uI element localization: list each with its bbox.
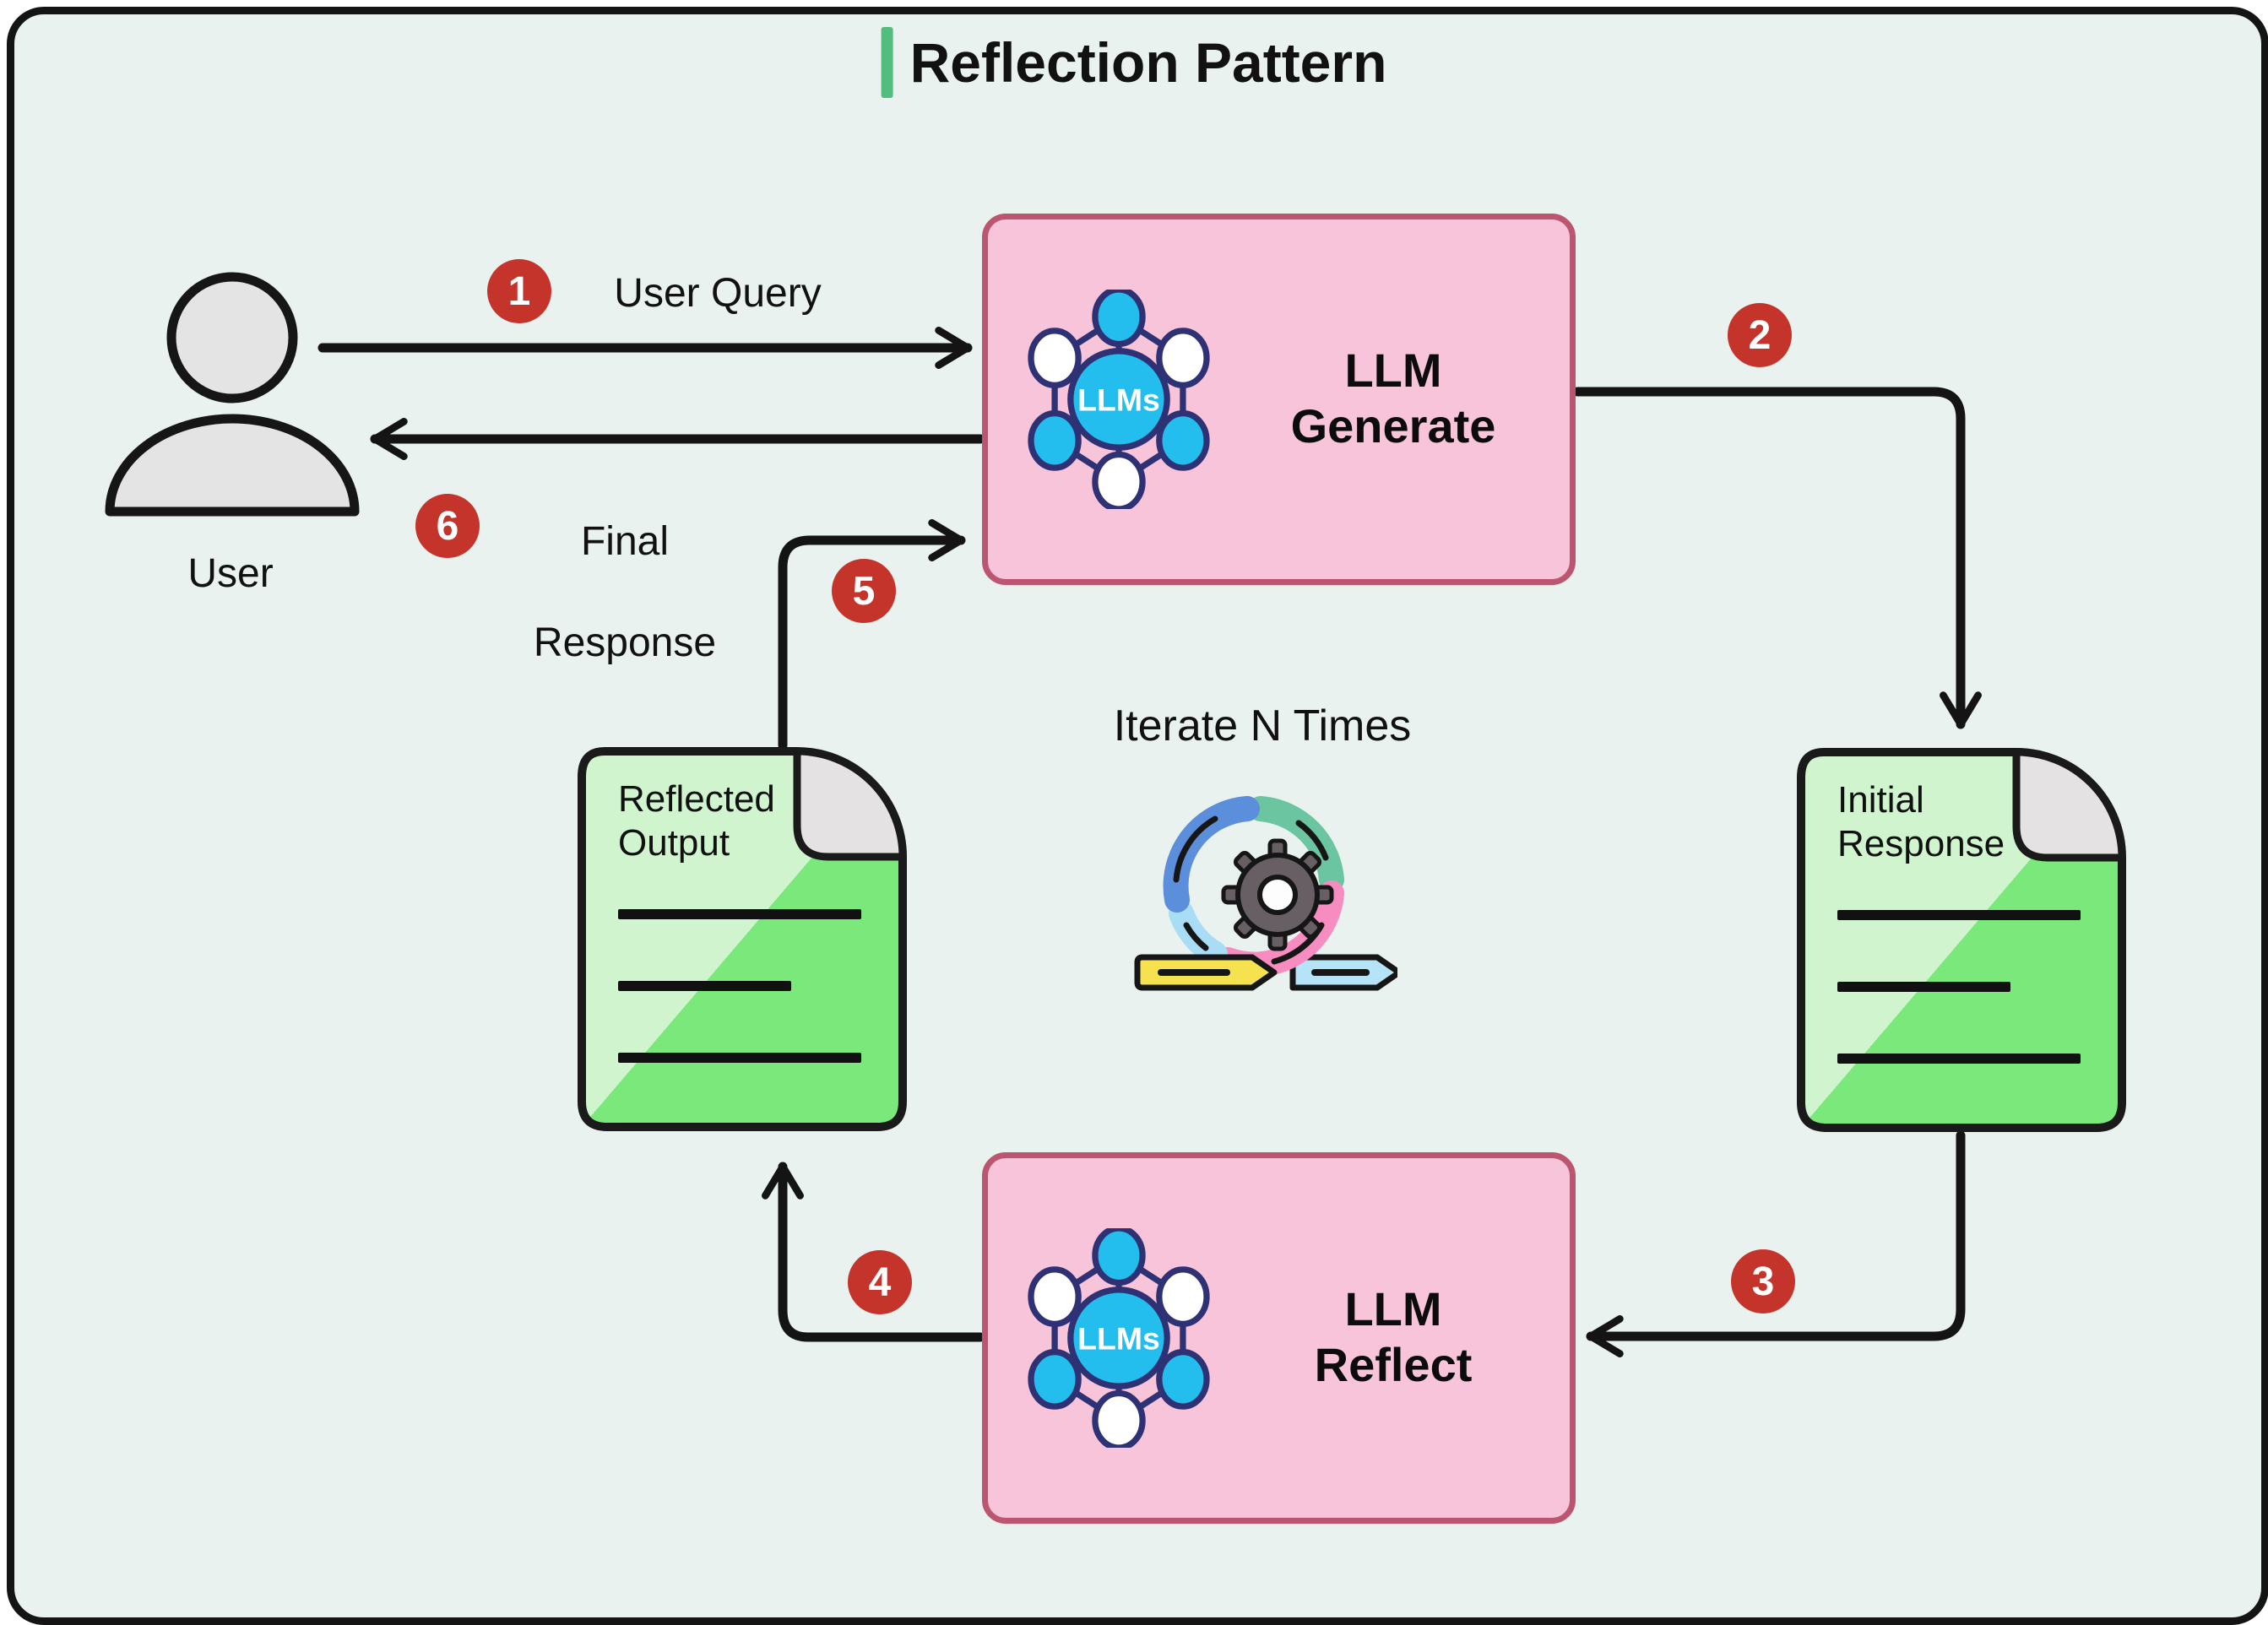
llm-generate-box: [982, 214, 1576, 585]
llms-icon-label-generate: LLMs: [1077, 382, 1160, 418]
diagram-title: Reflection Pattern: [881, 27, 1387, 98]
iterate-label: Iterate N Times: [1113, 701, 1412, 750]
folded-corner: [2012, 748, 2126, 862]
user-icon: [105, 272, 360, 517]
text-line: [618, 1053, 861, 1063]
llm-network-icon-reflect: LLMs: [1028, 1228, 1210, 1448]
step-3-badge: 3: [1731, 1249, 1795, 1314]
user-query-label: User Query: [614, 271, 822, 316]
text-line: [618, 981, 791, 991]
step-1-badge: 1: [487, 259, 551, 323]
llm-reflect-label: LLM Reflect: [1314, 1282, 1473, 1391]
reflected-output-document: Reflected Output: [578, 747, 907, 1131]
text-line: [1837, 1054, 2081, 1064]
text-line: [1837, 910, 2081, 920]
reflected-output-title-line2: Output: [618, 822, 730, 864]
initial-response-title-line1: Initial: [1837, 779, 1924, 821]
step-5-badge: 5: [832, 559, 896, 623]
page-title: Reflection Pattern: [909, 31, 1387, 94]
final-response-label: Final Response: [533, 519, 717, 665]
llms-icon-label-reflect: LLMs: [1077, 1321, 1160, 1357]
gear-icon: [1221, 838, 1334, 951]
step-6-badge: 6: [415, 494, 480, 558]
iteration-cycle-icon: [1134, 796, 1397, 991]
folded-corner: [793, 747, 907, 861]
text-line: [618, 909, 861, 919]
llm-network-icon-generate: LLMs: [1028, 290, 1210, 509]
llm-generate-label: LLM Generate: [1290, 344, 1496, 452]
initial-response-document: Initial Response: [1797, 748, 2126, 1132]
title-accent-bar: [881, 27, 893, 98]
initial-response-title-line2: Response: [1837, 823, 2005, 864]
user-label: User: [187, 551, 274, 596]
step-4-badge: 4: [848, 1250, 912, 1314]
step-2-badge: 2: [1728, 303, 1792, 367]
text-line: [1837, 982, 2010, 992]
reflected-output-title-line1: Reflected: [618, 778, 775, 820]
